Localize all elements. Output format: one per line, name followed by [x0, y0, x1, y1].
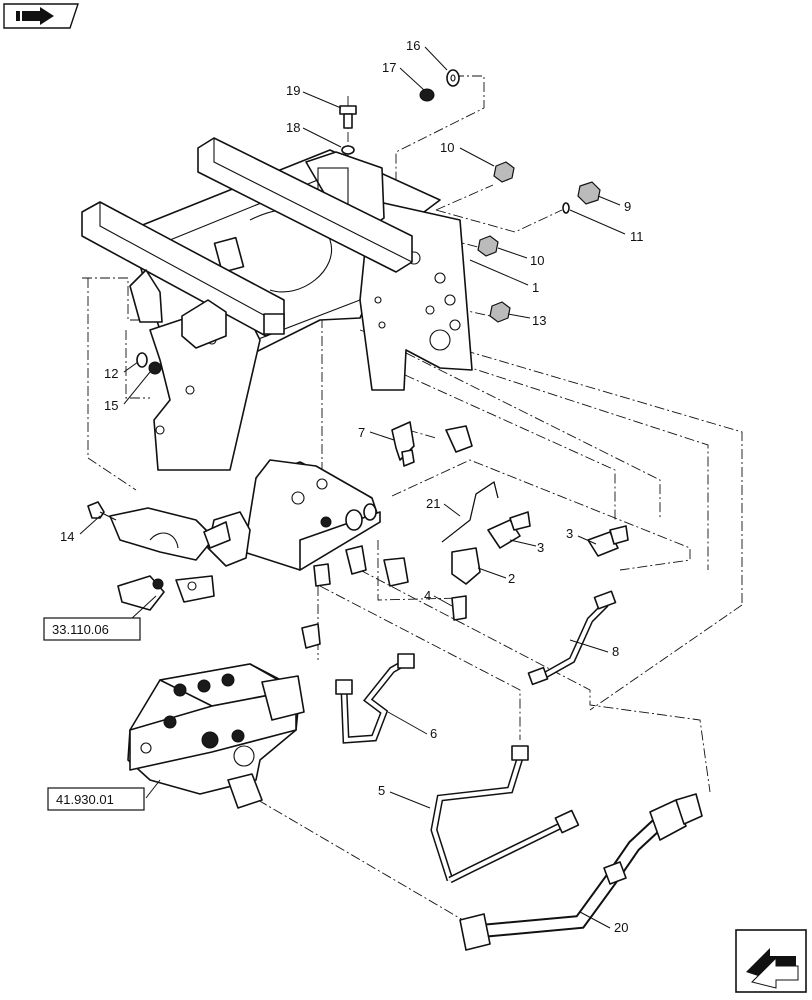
- callout-9: 9: [624, 199, 631, 214]
- callout-7: 7: [358, 425, 365, 440]
- reference-valve-assembly-label: 41.930.01: [56, 792, 114, 807]
- callout-10a: 10: [440, 140, 454, 155]
- mounting-frame: [81, 137, 473, 471]
- callout-18: 18: [286, 120, 300, 135]
- callout-3b: 3: [566, 526, 573, 541]
- callout-13: 13: [532, 313, 546, 328]
- callout-5: 5: [378, 783, 385, 798]
- reference-valve-linkage-label: 33.110.06: [52, 622, 109, 637]
- control-valve-lower: [127, 663, 305, 809]
- callout-11: 11: [630, 229, 644, 244]
- callout-3a: 3: [537, 540, 544, 555]
- fittings: [301, 421, 629, 649]
- callout-17: 17: [382, 60, 396, 75]
- callout-14: 14: [60, 529, 74, 544]
- callout-15: 15: [104, 398, 118, 413]
- control-valve-upper: [87, 459, 381, 611]
- reference-link-valve-assembly[interactable]: 41.930.01: [47, 787, 145, 811]
- leader-lines: [79, 46, 626, 929]
- callout-20: 20: [614, 920, 628, 935]
- callout-6: 6: [430, 726, 437, 741]
- callout-10b: 10: [530, 253, 544, 268]
- forward-arrow-icon[interactable]: [3, 3, 79, 29]
- callout-21: 21: [426, 496, 440, 511]
- reference-link-valve-linkage[interactable]: 33.110.06: [43, 617, 141, 641]
- callout-4: 4: [424, 588, 431, 603]
- callout-2: 2: [508, 571, 515, 586]
- next-page-arrow-icon[interactable]: [735, 929, 807, 993]
- callout-1: 1: [532, 280, 539, 295]
- callout-labels: 1 2 3 3 4 5 6 7 8 9 10 10 11 12 13 14 15…: [60, 38, 644, 935]
- hydraulic-tubes: [335, 590, 703, 951]
- callout-12: 12: [104, 366, 118, 381]
- hardware-top: [136, 69, 601, 375]
- callout-19: 19: [286, 83, 300, 98]
- callout-8: 8: [612, 644, 619, 659]
- callout-16: 16: [406, 38, 420, 53]
